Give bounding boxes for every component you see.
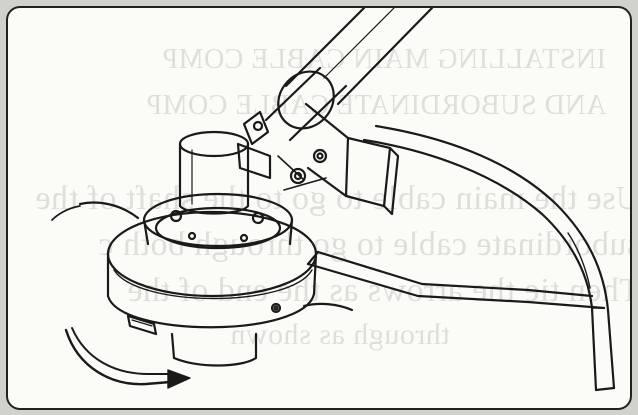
trimmer-head-drawing <box>51 8 616 392</box>
illustration-panel: INSTALLING MAIN CABLE COMP AND SUBORDINA… <box>6 6 632 410</box>
shaft-clamp <box>236 66 400 216</box>
drive-shaft <box>284 8 434 106</box>
cable-strands <box>51 201 354 312</box>
guard-support-arm <box>306 250 606 310</box>
trimmer-guard <box>362 124 616 392</box>
motor-housing <box>142 192 294 250</box>
spool-head <box>106 210 318 367</box>
curved-arrow-icon <box>64 327 191 389</box>
